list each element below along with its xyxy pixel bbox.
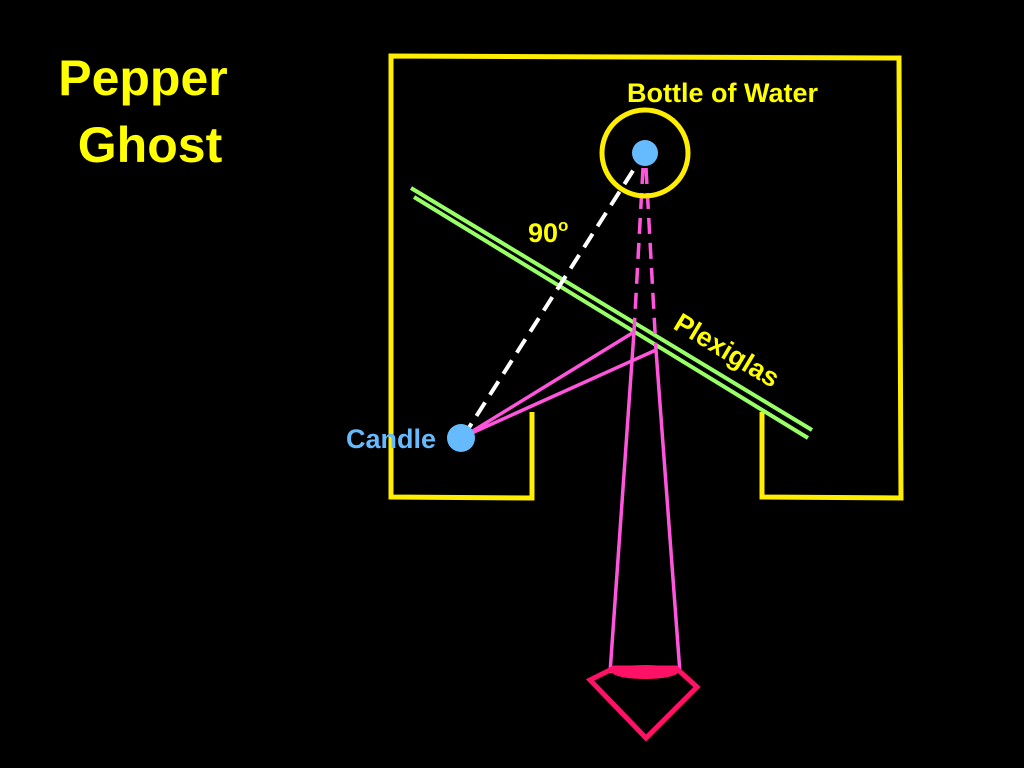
candle-reflection-rays [462,330,657,439]
bottle-of-water-label: Bottle of Water [627,78,818,108]
candle-icon [447,424,475,452]
viewer-rays [608,331,682,674]
plexiglas-sheet [409,186,814,440]
angle-value: 90 [528,218,558,248]
candle-label: Candle [346,424,436,454]
angle-unit: o [558,216,568,235]
title-line-1: Pepper [58,50,228,106]
eye-icon [585,665,701,742]
angle-label: 90o [528,216,568,248]
bottle-of-water-icon [599,107,691,199]
box-outline [388,53,904,501]
title-line-2: Ghost [78,117,223,173]
perpendicular-reference-line [461,153,645,439]
